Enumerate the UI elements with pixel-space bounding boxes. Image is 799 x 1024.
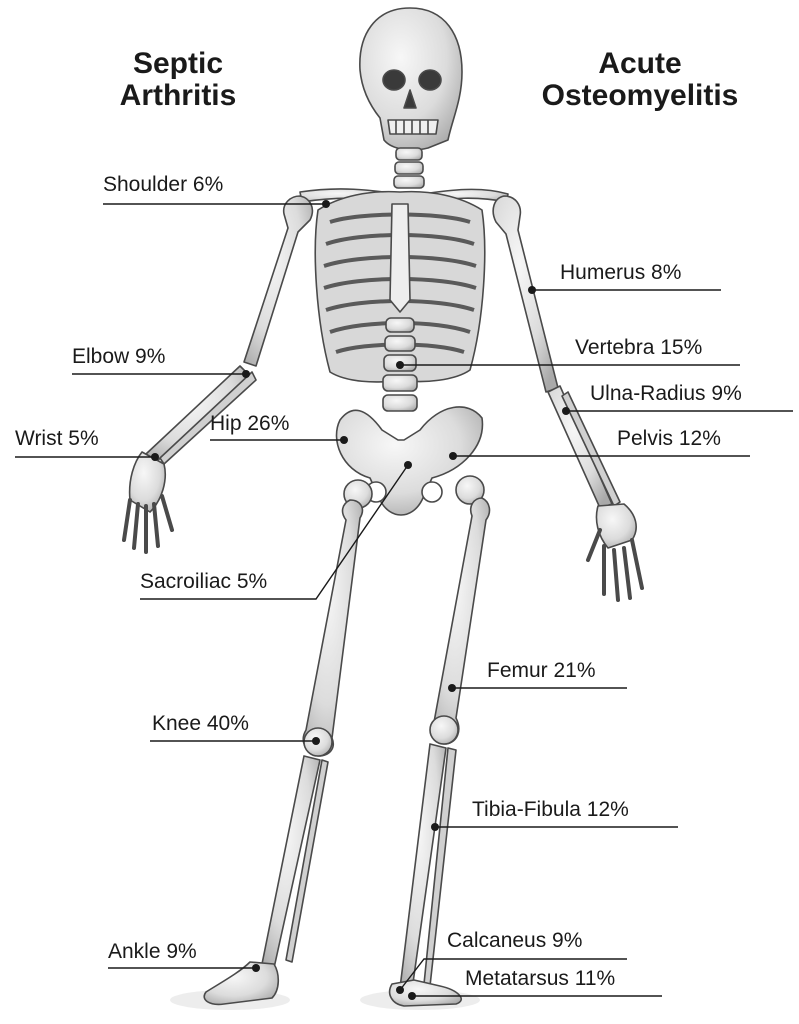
label-tibia-fibula: Tibia-Fibula 12% xyxy=(472,798,629,822)
label-metatarsus: Metatarsus 11% xyxy=(465,967,615,991)
heading-septic-arthritis: Septic Arthritis xyxy=(98,48,258,112)
label-elbow: Elbow 9% xyxy=(72,345,165,369)
label-pelvis: Pelvis 12% xyxy=(617,427,721,451)
label-shoulder: Shoulder 6% xyxy=(103,173,223,197)
label-hip: Hip 26% xyxy=(210,412,289,436)
label-ulna-radius: Ulna-Radius 9% xyxy=(590,382,742,406)
label-vertebra: Vertebra 15% xyxy=(575,336,702,360)
label-knee: Knee 40% xyxy=(152,712,249,736)
label-sacroiliac: Sacroiliac 5% xyxy=(140,570,267,594)
label-wrist: Wrist 5% xyxy=(15,427,99,451)
label-calcaneus: Calcaneus 9% xyxy=(447,929,582,953)
label-humerus: Humerus 8% xyxy=(560,261,681,285)
label-ankle: Ankle 9% xyxy=(108,940,197,964)
heading-acute-osteomyelitis: Acute Osteomyelitis xyxy=(520,48,760,112)
label-femur: Femur 21% xyxy=(487,659,596,683)
